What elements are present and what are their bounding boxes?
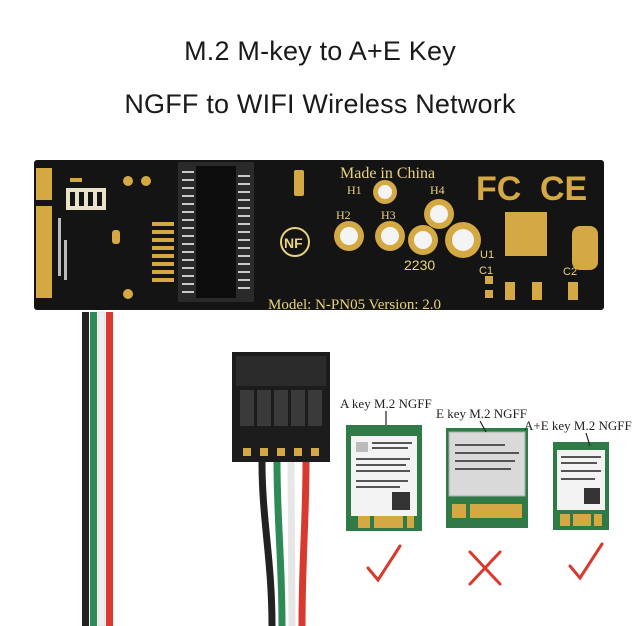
card-label-ae-key: A+E key M.2 NGFF — [524, 418, 632, 433]
card-label-e-key: E key M.2 NGFF — [436, 406, 527, 421]
m2-socket — [178, 162, 254, 302]
pointer-arrows — [385, 411, 591, 447]
adapter-board — [34, 160, 604, 310]
wifi-card-ae-key — [553, 442, 609, 530]
check-mark-ae-key — [568, 542, 604, 581]
wifi-card-a-key — [346, 425, 422, 531]
mounting-holes — [334, 180, 481, 258]
nf-logo — [280, 227, 310, 257]
wifi-card-e-key — [446, 428, 528, 528]
u1-label: U1 — [480, 249, 494, 261]
card-label-a-key: A key M.2 NGFF — [340, 396, 432, 411]
ce-logo: CE — [540, 170, 587, 208]
fcc-logo: FC — [476, 170, 521, 208]
hole-label-h1: H1 — [347, 183, 362, 197]
check-mark-a-key — [366, 544, 402, 583]
pin-header-connector — [232, 352, 330, 462]
cable-bundle-left — [82, 311, 113, 626]
model-version-label: Model: N-PN05 Version: 2.0 — [268, 297, 441, 313]
hole-label-h3: H3 — [381, 208, 396, 222]
c2-label: C2 — [563, 266, 577, 278]
heading-line-2: NGFF to WIFI Wireless Network — [124, 89, 516, 119]
hole-label-h2: H2 — [336, 208, 351, 222]
size-code-label: 2230 — [404, 257, 435, 273]
made-in-label: Made in China — [340, 165, 435, 182]
nf-logo-text: NF — [284, 235, 303, 251]
m-key-edge-connector — [36, 168, 52, 298]
cable-bundle-right — [258, 461, 310, 626]
cross-mark-e-key — [468, 550, 502, 586]
heading-line-1: M.2 M-key to A+E Key — [184, 36, 456, 66]
c1-label: C1 — [479, 265, 493, 277]
hole-label-h4: H4 — [430, 183, 445, 197]
